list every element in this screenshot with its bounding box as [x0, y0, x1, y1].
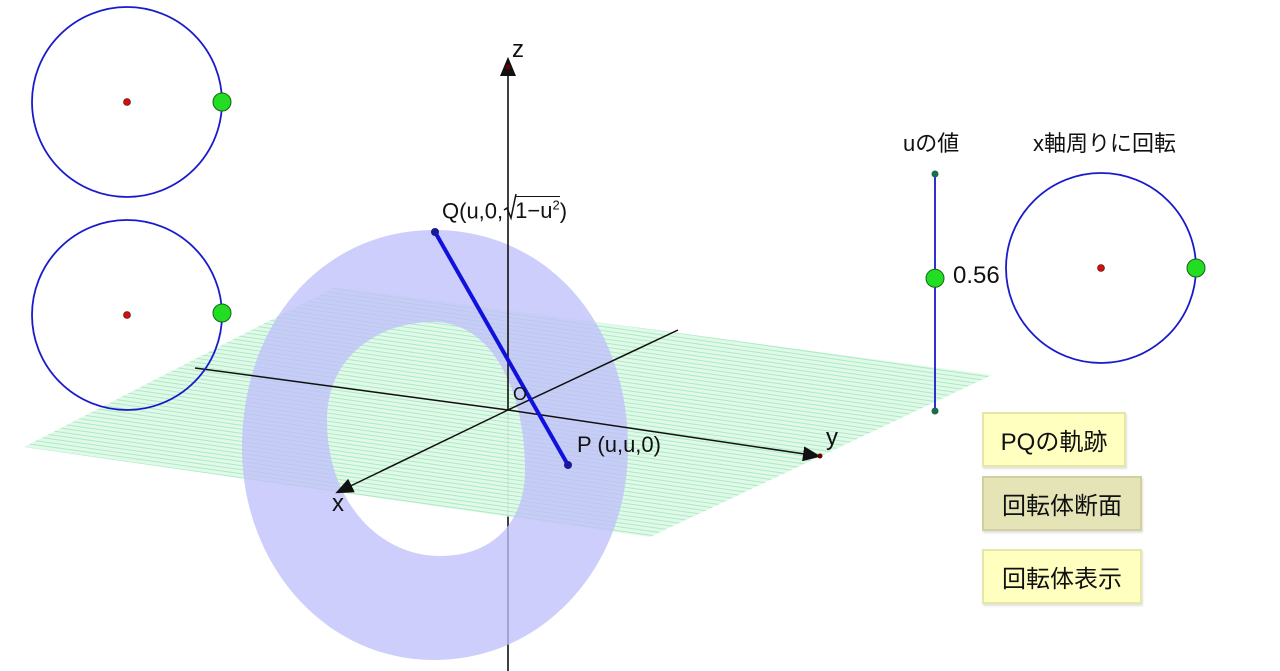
rotation-title: x軸周りに回転	[1033, 131, 1177, 156]
angle-circle-2-center	[123, 311, 131, 319]
rotation-circle-center	[1097, 264, 1105, 272]
solid-display-button[interactable]: 回転体表示	[982, 549, 1142, 604]
x-axis-back	[507, 329, 679, 411]
y-axis-back	[194, 367, 509, 411]
pq-locus-button[interactable]: PQの軌跡	[982, 412, 1126, 467]
pq-segment[interactable]	[433, 231, 570, 466]
x-axis	[335, 409, 509, 494]
u-slider-value: 0.56	[953, 262, 1000, 289]
u-slider-end-bottom	[931, 407, 939, 415]
point-p-label: P (u,u,0)	[577, 432, 661, 457]
point-p[interactable]	[564, 461, 572, 469]
y-axis-label: y	[826, 424, 838, 451]
point-q-label: Q(u,0,1−u2)	[442, 194, 567, 224]
origin-label: O	[513, 384, 528, 404]
y-axis	[507, 409, 821, 462]
u-slider-knob[interactable]	[925, 268, 945, 288]
rotation-circle-knob[interactable]	[1186, 258, 1206, 278]
torus-section	[242, 230, 628, 660]
angle-circle-2-knob[interactable]	[212, 303, 232, 323]
y-axis-tip-dot	[817, 453, 823, 459]
sqrt-icon	[503, 194, 517, 221]
u-slider-title: uの値	[903, 131, 960, 156]
angle-circle-1-knob[interactable]	[212, 92, 232, 112]
angle-circle-1-center	[123, 98, 131, 106]
z-axis-label: z	[512, 36, 524, 63]
point-q[interactable]	[431, 228, 439, 236]
section-button[interactable]: 回転体断面	[982, 476, 1142, 531]
z-axis-tip-dot	[505, 64, 511, 70]
x-axis-label: x	[332, 490, 344, 517]
u-slider-end-top	[931, 170, 939, 178]
